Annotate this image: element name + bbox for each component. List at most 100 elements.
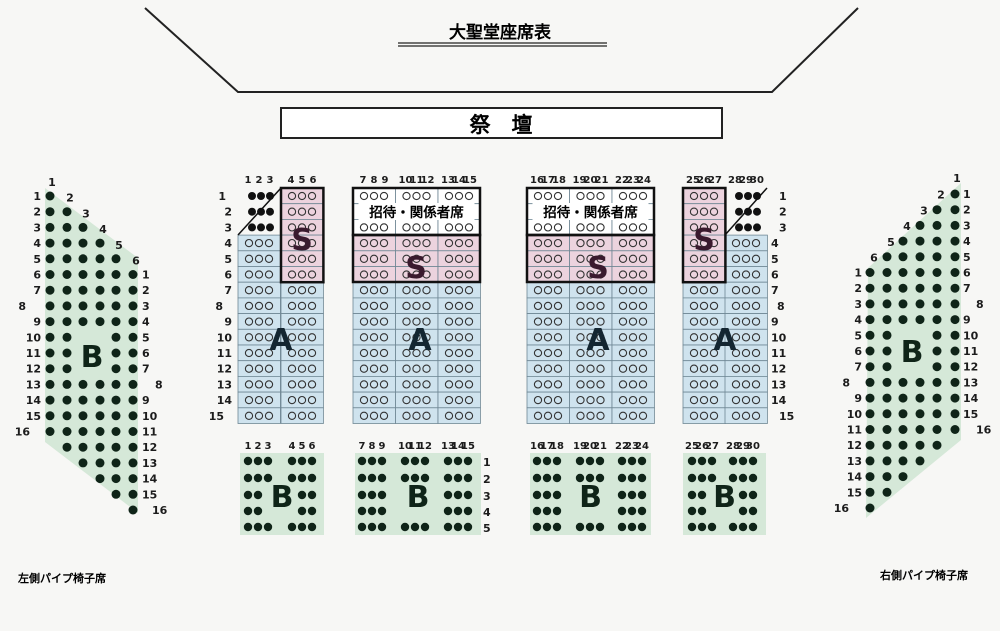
seat-dot-icon[interactable] [45,395,55,405]
seat-dot-icon[interactable] [111,270,121,279]
seat-dot-icon[interactable] [595,522,605,532]
seat-dot-icon[interactable] [128,395,138,405]
seat-dot-icon[interactable] [915,315,925,325]
seat-dot-icon[interactable] [882,409,892,419]
seat-group-s[interactable] [526,250,570,267]
seat-dot-icon[interactable] [463,522,473,532]
seat-dot-icon[interactable] [865,283,875,293]
seat-dot-icon[interactable] [915,252,925,262]
seat-dot-icon[interactable] [950,409,960,419]
seat-dot-icon[interactable] [595,456,605,466]
seat-group-a[interactable] [611,344,655,362]
seat-group-a[interactable] [611,297,655,314]
seat-group-a[interactable] [682,281,726,299]
seat-group-a[interactable] [395,360,439,377]
seat-dot-icon[interactable] [744,207,752,216]
seat-dot-icon[interactable] [542,506,552,516]
seat-group-a[interactable] [437,391,481,409]
seat-dot-icon[interactable] [377,506,387,516]
seat-dot-icon[interactable] [95,317,105,327]
seat-group-s[interactable] [395,266,439,283]
seat-group-invite[interactable] [437,218,481,236]
seat-dot-icon[interactable] [253,490,263,500]
seat-dot-icon[interactable] [78,270,88,279]
seat-group-a[interactable] [526,313,570,330]
seat-dot-icon[interactable] [950,346,960,356]
seat-dot-icon[interactable] [377,473,387,483]
seat-dot-icon[interactable] [728,456,738,466]
seat-dot-icon[interactable] [915,220,925,230]
seat-dot-icon[interactable] [400,473,410,483]
seat-dot-icon[interactable] [637,522,647,532]
seat-dot-icon[interactable] [111,285,121,295]
seat-dot-icon[interactable] [111,332,121,342]
seat-dot-icon[interactable] [420,456,430,466]
seat-group-a[interactable] [237,266,281,283]
seat-dot-icon[interactable] [898,456,908,466]
seat-dot-icon[interactable] [95,442,105,452]
seat-group-a[interactable] [237,234,281,252]
seat-dot-icon[interactable] [882,425,892,434]
seat-dot-icon[interactable] [950,252,960,262]
seat-dot-icon[interactable] [697,456,707,466]
seat-dot-icon[interactable] [443,456,453,466]
seat-dot-icon[interactable] [882,283,892,293]
seat-dot-icon[interactable] [128,379,138,389]
seat-dot-icon[interactable] [45,238,55,248]
seat-dot-icon[interactable] [728,473,738,483]
seat-group-a[interactable] [237,281,281,299]
seat-dot-icon[interactable] [738,473,748,483]
seat-group-invite[interactable] [569,218,613,236]
seat-dot-icon[interactable] [62,207,72,217]
seat-dot-icon[interactable] [932,268,942,277]
seat-dot-icon[interactable] [882,299,892,309]
seat-group-a[interactable] [237,407,281,424]
seat-dot-icon[interactable] [932,346,942,356]
seat-dot-icon[interactable] [687,506,697,516]
seat-group-a[interactable] [724,391,768,409]
seat-group-s[interactable] [280,187,324,205]
seat-group-a[interactable] [682,360,726,377]
seat-group-a[interactable] [682,407,726,424]
seat-dot-icon[interactable] [748,456,758,466]
seat-group-a[interactable] [352,360,396,377]
seat-dot-icon[interactable] [915,425,925,434]
seat-dot-icon[interactable] [367,473,377,483]
seat-dot-icon[interactable] [932,236,942,246]
seat-dot-icon[interactable] [253,456,263,466]
seat-dot-icon[interactable] [78,379,88,389]
seat-dot-icon[interactable] [542,456,552,466]
seat-dot-icon[interactable] [552,473,562,483]
seat-dot-icon[interactable] [617,506,627,516]
seat-group-a[interactable] [352,328,396,346]
seat-group-invite[interactable] [526,218,570,236]
seat-dot-icon[interactable] [627,490,637,500]
seat-group-s[interactable] [611,266,655,283]
seat-dot-icon[interactable] [627,506,637,516]
seat-group-a[interactable] [437,297,481,314]
seat-dot-icon[interactable] [882,377,892,387]
seat-dot-icon[interactable] [443,490,453,500]
seat-dot-icon[interactable] [915,456,925,466]
seat-dot-icon[interactable] [865,487,875,497]
seat-dot-icon[interactable] [111,254,121,264]
seat-group-a[interactable] [437,360,481,377]
seat-dot-icon[interactable] [78,301,88,311]
seat-dot-icon[interactable] [410,473,420,483]
seat-dot-icon[interactable] [882,362,892,372]
seat-dot-icon[interactable] [707,473,717,483]
seat-group-a[interactable] [526,344,570,362]
seat-group-a[interactable] [724,328,768,346]
seat-dot-icon[interactable] [95,427,105,436]
seat-dot-icon[interactable] [453,456,463,466]
seat-dot-icon[interactable] [45,379,55,389]
seat-dot-icon[interactable] [932,315,942,325]
seat-dot-icon[interactable] [728,522,738,532]
seat-group-s[interactable] [611,234,655,252]
seat-dot-icon[interactable] [263,456,273,466]
seat-dot-icon[interactable] [950,315,960,325]
seat-group-s[interactable] [526,266,570,283]
seat-dot-icon[interactable] [865,472,875,482]
seat-dot-icon[interactable] [367,490,377,500]
seat-dot-icon[interactable] [95,474,105,484]
